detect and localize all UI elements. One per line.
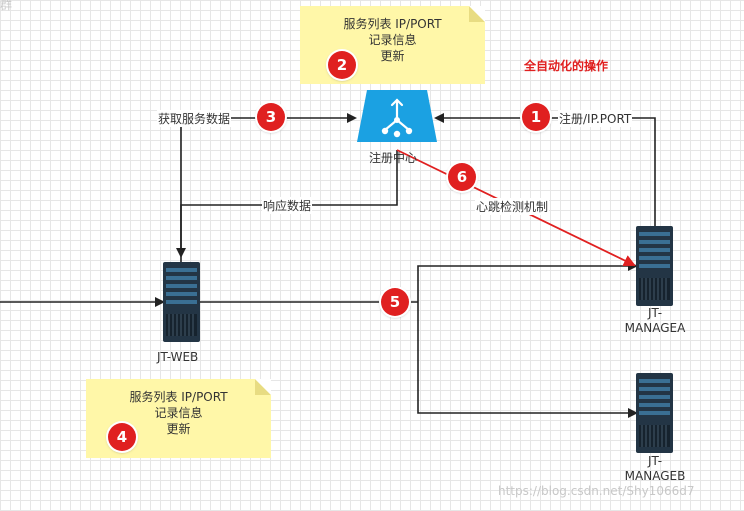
badge-2: 2 — [328, 51, 356, 79]
managea-label-line: JT- — [647, 306, 663, 320]
badge-1: 1 — [522, 103, 550, 131]
note-bottom: 服务列表 IP/PORT 记录信息 更新 — [86, 379, 271, 458]
managea-label-line: MANAGEA — [624, 321, 686, 335]
server-icon — [636, 226, 673, 306]
web-label: JT-WEB — [157, 350, 199, 364]
manageb-label-line: JT- — [647, 454, 663, 468]
top-fragment: 群 — [0, 0, 13, 12]
note-top-line: 更新 — [380, 49, 405, 63]
server-icon — [163, 262, 200, 342]
edge-to-managea — [417, 261, 638, 302]
badge-6: 6 — [448, 163, 476, 191]
managea-label: JT- MANAGEA — [620, 306, 690, 336]
server-icon — [636, 373, 673, 453]
edge-to-manageb — [417, 302, 638, 418]
edge-label-respond: 响应数据 — [262, 197, 313, 214]
edge-fetch — [180, 113, 357, 262]
note-bottom-line: 服务列表 IP/PORT — [129, 390, 228, 404]
edge-register — [434, 113, 656, 228]
note-top-line: 服务列表 IP/PORT — [343, 17, 442, 31]
note-bottom-line: 记录信息 — [154, 406, 203, 420]
badge-4: 4 — [108, 423, 136, 451]
hub-icon — [357, 90, 437, 142]
manageb-label: JT- MANAGEB — [620, 454, 690, 484]
note-bottom-line: 更新 — [166, 422, 191, 436]
badge-5: 5 — [381, 288, 409, 316]
automation-text: 全自动化的操作 — [524, 59, 609, 73]
edge-label-fetch: 获取服务数据 — [157, 110, 232, 127]
registry-label: 注册中心 — [369, 151, 418, 165]
manageb-label-line: MANAGEB — [624, 469, 686, 483]
edge-label-heartbeat: 心跳检测机制 — [475, 198, 550, 215]
note-top-line: 记录信息 — [368, 33, 417, 47]
badge-3: 3 — [257, 103, 285, 131]
note-top: 服务列表 IP/PORT 记录信息 更新 — [300, 6, 485, 84]
watermark: https://blog.csdn.net/Shy1066d7 — [498, 484, 695, 498]
edge-label-register: 注册/IP.PORT — [558, 110, 633, 127]
